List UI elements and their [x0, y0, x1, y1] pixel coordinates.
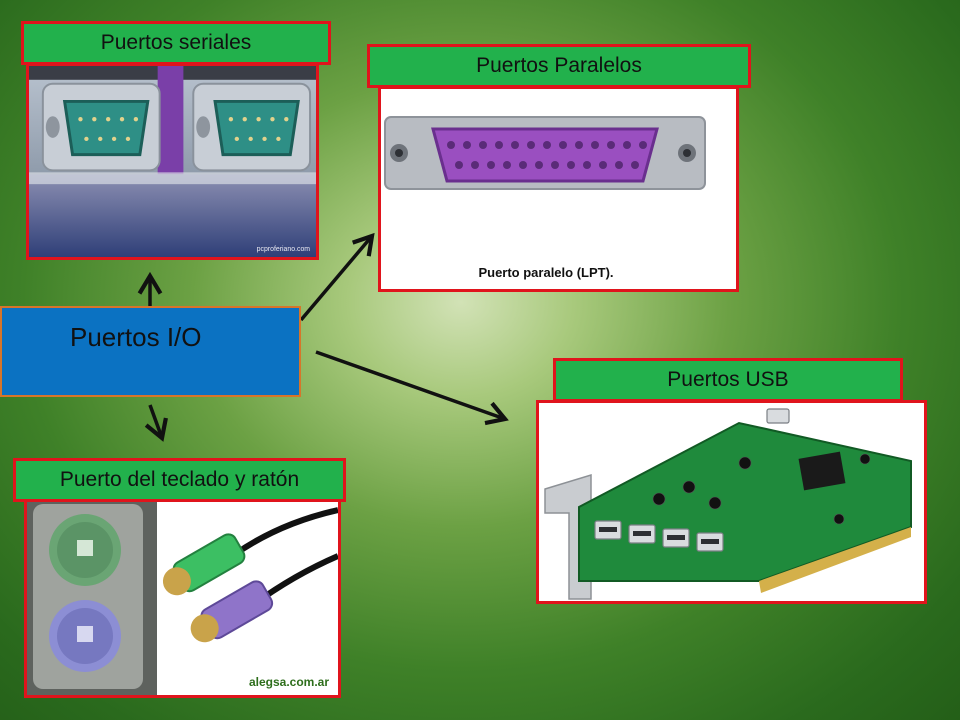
parallel-pin	[615, 161, 623, 169]
keyboard-watermark: alegsa.com.ar	[249, 675, 329, 689]
label-parallel-ports: Puertos Paralelos	[367, 44, 751, 88]
label-usb-ports: Puertos USB	[553, 358, 903, 402]
center-label: Puertos I/O	[70, 322, 202, 352]
parallel-pin	[631, 161, 639, 169]
parallel-pin	[623, 141, 631, 149]
usb-label-text: Puertos USB	[667, 368, 789, 391]
parallel-pin	[487, 161, 495, 169]
parallel-pin	[511, 141, 519, 149]
parallel-pin	[479, 141, 487, 149]
serial-watermark: pcproferiano.com	[257, 246, 311, 253]
parallel-label-text: Puertos Paralelos	[476, 54, 642, 77]
arrow-to-usb	[315, 350, 509, 426]
parallel-pin	[503, 161, 511, 169]
parallel-pin	[599, 161, 607, 169]
serial-ports-image: pcproferiano.com	[26, 63, 319, 260]
parallel-caption: Puerto paralelo (LPT).	[478, 265, 613, 280]
parallel-pin	[471, 161, 479, 169]
parallel-pin	[527, 141, 535, 149]
parallel-pin	[455, 161, 463, 169]
parallel-pin	[447, 141, 455, 149]
parallel-pin	[559, 141, 567, 149]
parallel-pin	[639, 141, 647, 149]
parallel-pin	[607, 141, 615, 149]
label-serial-ports: Puertos seriales	[21, 21, 331, 65]
label-keyboard-mouse-port: Puerto del teclado y ratón	[13, 458, 346, 502]
serial-label-text: Puertos seriales	[100, 31, 252, 54]
keyboard-mouse-port-image: alegsa.com.ar	[24, 495, 341, 698]
parallel-pin	[495, 141, 503, 149]
center-node-io-ports: Puertos I/O	[0, 306, 301, 397]
parallel-pin	[519, 161, 527, 169]
parallel-pin	[551, 161, 559, 169]
usb-card-image	[536, 400, 927, 604]
parallel-pin	[535, 161, 543, 169]
parallel-pin	[591, 141, 599, 149]
keyboard-label-text: Puerto del teclado y ratón	[59, 468, 300, 491]
parallel-pin	[575, 141, 583, 149]
parallel-pin	[567, 161, 575, 169]
parallel-pin	[583, 161, 591, 169]
parallel-port-image: Puerto paralelo (LPT).	[378, 86, 739, 292]
parallel-pin	[543, 141, 551, 149]
parallel-pin	[463, 141, 471, 149]
arrow-to-keyboard	[144, 404, 168, 442]
